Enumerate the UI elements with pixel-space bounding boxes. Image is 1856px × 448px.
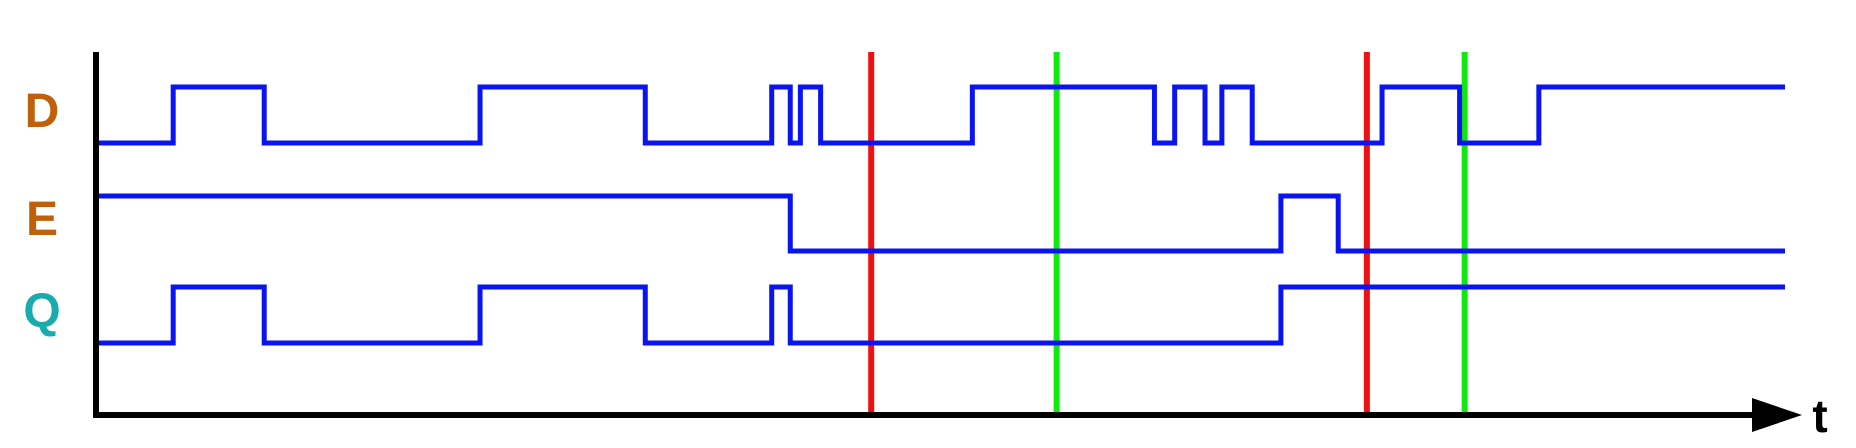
waveform-q — [99, 284, 1785, 346]
time-axis-arrowhead — [1752, 398, 1802, 432]
waveform-d — [99, 84, 1785, 146]
waveform-e — [99, 193, 1785, 254]
time-axis-label: t — [1812, 390, 1827, 442]
marker-lines — [868, 52, 1468, 415]
signal-labels: D EQ — [23, 85, 60, 338]
signal-label-q: Q — [23, 285, 60, 338]
signal-label-e: E — [26, 193, 58, 246]
signal-label-d: D — [25, 85, 60, 138]
waveforms — [99, 84, 1785, 346]
